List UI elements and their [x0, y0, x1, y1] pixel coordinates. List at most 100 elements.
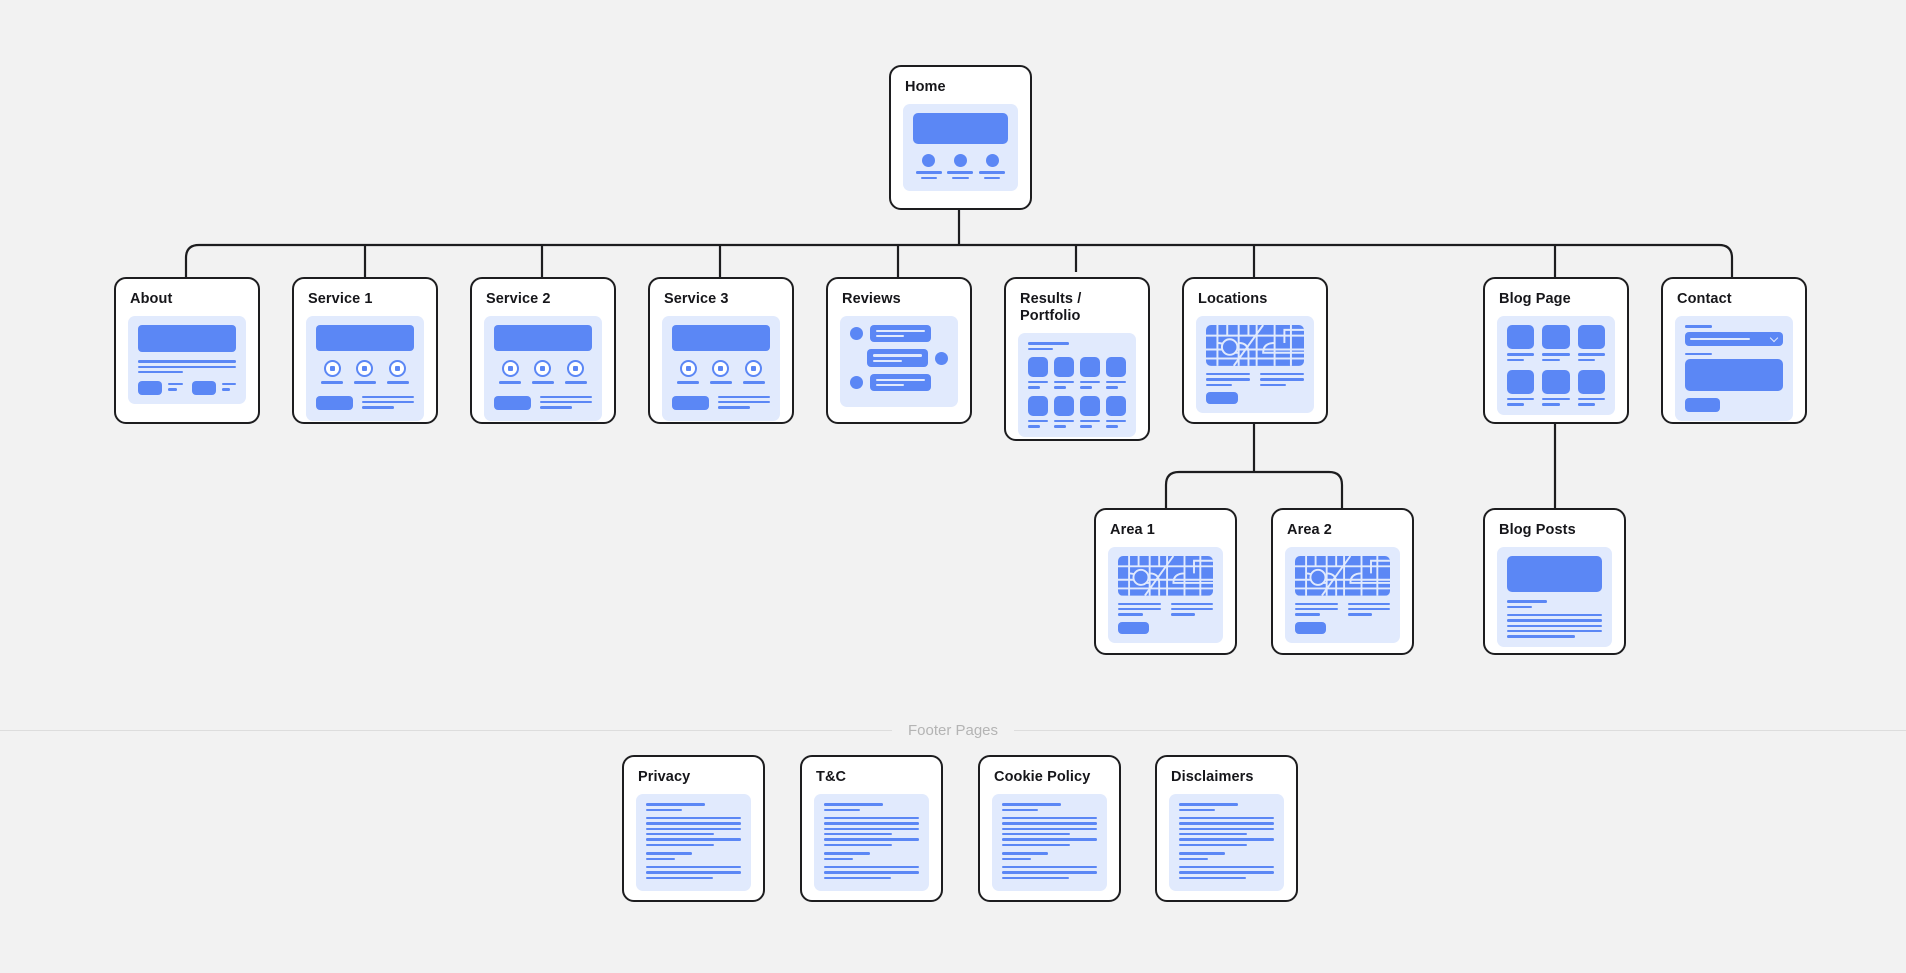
post-card [1577, 369, 1605, 406]
node-title: Locations [1198, 291, 1268, 307]
node-locations[interactable]: Locations [1182, 277, 1328, 424]
text-lines [1206, 372, 1304, 387]
wireframe-preview [903, 104, 1018, 191]
node-title: Service 3 [664, 291, 729, 307]
wireframe-preview [1169, 794, 1284, 892]
gallery-tile [1028, 395, 1048, 428]
node-title: Service 1 [308, 291, 373, 307]
node-disclaimers[interactable]: Disclaimers [1155, 755, 1298, 902]
star-circle-icon [745, 360, 763, 378]
hero-block [1507, 556, 1602, 593]
gallery-tile [1054, 357, 1074, 389]
wireframe-preview [1196, 316, 1314, 414]
wireframe-preview [662, 316, 780, 421]
node-tc[interactable]: T&C [800, 755, 943, 902]
gallery-tile [1106, 395, 1126, 428]
node-title: Results / Portfolio [1020, 291, 1136, 325]
review-item [850, 325, 948, 343]
field-label [1685, 325, 1713, 328]
node-privacy[interactable]: Privacy [622, 755, 765, 902]
text-lines [1295, 602, 1390, 616]
node-results-portfolio[interactable]: Results / Portfolio [1004, 277, 1150, 441]
node-blog-page[interactable]: Blog Page [1483, 277, 1629, 424]
text-lines [1118, 602, 1213, 616]
gallery-grid [1028, 357, 1126, 428]
text-lines [1507, 600, 1602, 638]
node-title: Service 2 [486, 291, 551, 307]
node-title: Cookie Policy [994, 769, 1091, 785]
map-graphic [1206, 325, 1304, 366]
thumbnail [138, 381, 162, 396]
text-block [1179, 852, 1274, 861]
post-card [1577, 325, 1605, 361]
cta-row [494, 395, 592, 412]
text-block [646, 803, 741, 811]
mini-card [191, 381, 236, 396]
post-card [1542, 325, 1570, 361]
text-lines [1028, 342, 1126, 350]
feature-item [353, 360, 376, 386]
node-title-line-1: Results / [1020, 291, 1082, 307]
node-title: Disclaimers [1171, 769, 1254, 785]
text-block [824, 866, 919, 880]
node-title: Blog Page [1499, 291, 1571, 307]
node-cookie-policy[interactable]: Cookie Policy [978, 755, 1121, 902]
node-about[interactable]: About [114, 277, 260, 424]
text-block [1179, 866, 1274, 880]
map-graphic [1295, 556, 1390, 596]
node-title: T&C [816, 769, 847, 785]
mini-card [138, 381, 183, 396]
text-block [1002, 852, 1097, 861]
star-circle-icon [323, 360, 341, 378]
text-block [1179, 803, 1274, 811]
cta-button [494, 395, 531, 410]
node-blog-posts[interactable]: Blog Posts [1483, 508, 1626, 655]
review-item [850, 349, 948, 367]
footer-section-divider: Footer Pages [0, 718, 1906, 742]
node-reviews[interactable]: Reviews [826, 277, 972, 424]
cta-button [1295, 621, 1327, 634]
text-block [646, 866, 741, 880]
star-circle-icon [356, 360, 374, 378]
feature-item [677, 360, 700, 386]
icon-row [316, 360, 414, 386]
node-contact[interactable]: Contact [1661, 277, 1807, 424]
node-title: Home [905, 79, 946, 95]
star-circle-icon [389, 360, 407, 378]
text-block [824, 803, 919, 811]
cta-button [316, 395, 353, 410]
feature-item [979, 154, 1006, 182]
post-card [1507, 369, 1535, 406]
cta-button [1118, 621, 1150, 634]
review-bubble [870, 325, 931, 343]
circle-icon [922, 154, 936, 168]
node-area-1[interactable]: Area 1 [1094, 508, 1237, 655]
text-block [1179, 816, 1274, 847]
wireframe-preview [1108, 547, 1223, 643]
chevron-down-icon [1771, 335, 1778, 342]
star-circle-icon [567, 360, 585, 378]
node-home[interactable]: Home [889, 65, 1032, 210]
node-title: About [130, 291, 173, 307]
node-service-3[interactable]: Service 3 [648, 277, 794, 424]
icon-row [494, 360, 592, 386]
star-circle-icon [501, 360, 519, 378]
feature-item [499, 360, 522, 386]
text-block [824, 852, 919, 861]
text-block [1002, 803, 1097, 811]
submit-button [1685, 398, 1721, 413]
text-block [1002, 866, 1097, 880]
node-service-2[interactable]: Service 2 [470, 277, 616, 424]
node-service-1[interactable]: Service 1 [292, 277, 438, 424]
node-area-2[interactable]: Area 2 [1271, 508, 1414, 655]
thumbnail [191, 381, 216, 396]
hero-block [138, 325, 236, 353]
feature-item [709, 360, 732, 386]
wireframe-preview [1497, 316, 1615, 415]
star-circle-icon [534, 360, 552, 378]
node-title: Reviews [842, 291, 901, 307]
gallery-tile [1080, 395, 1100, 428]
wireframe-preview [128, 316, 246, 405]
map-graphic [1118, 556, 1213, 596]
